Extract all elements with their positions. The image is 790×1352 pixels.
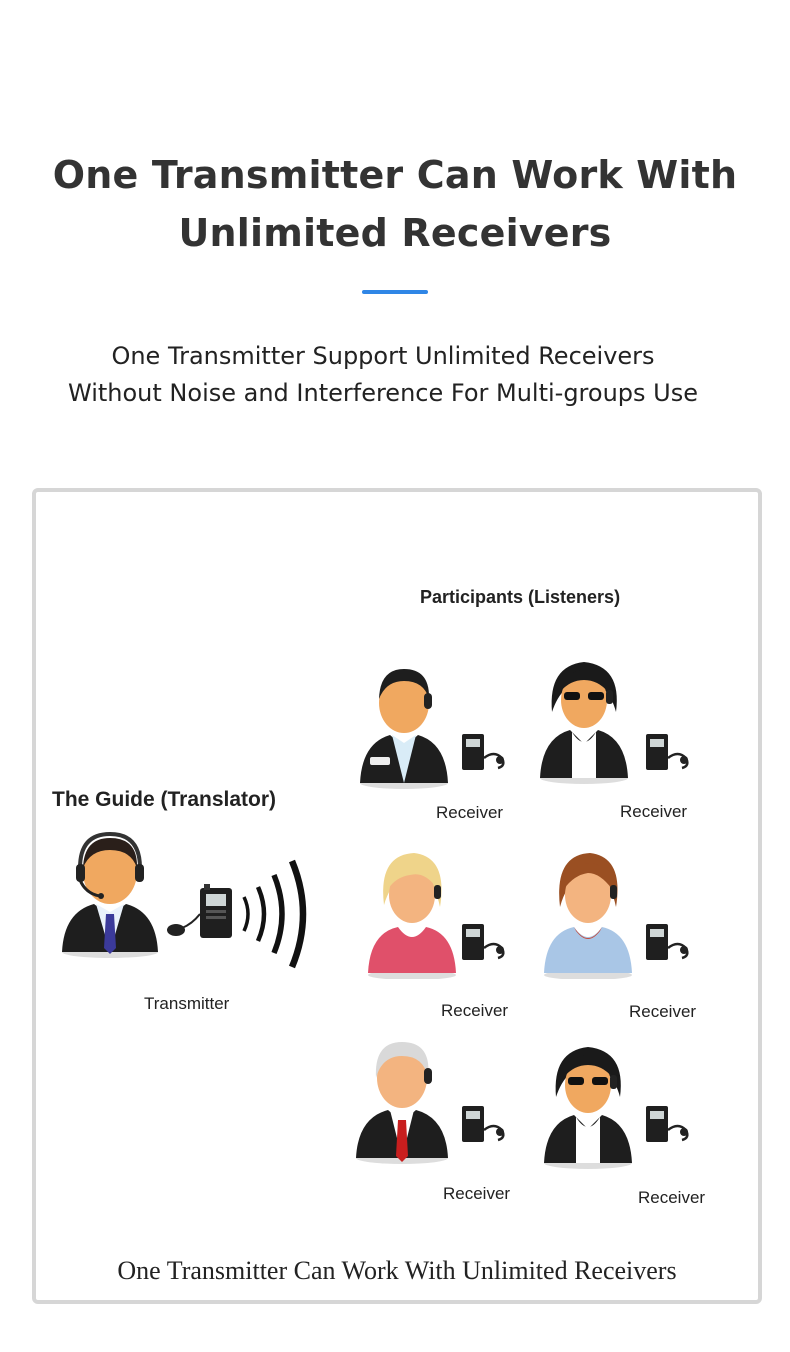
listener-woman-sunglasses-icon — [544, 1047, 632, 1169]
title-line-2: Unlimited Receivers — [178, 211, 612, 255]
page-title: One Transmitter Can Work With Unlimited … — [0, 146, 790, 262]
subtitle: One Transmitter Support Unlimited Receiv… — [0, 338, 790, 412]
receiver-label: Receiver — [629, 1002, 697, 1021]
listener-man-suit-icon — [360, 669, 448, 789]
guide-label: The Guide (Translator) — [52, 788, 277, 811]
receiver-label: Receiver — [441, 1001, 509, 1020]
receiver-device-icon — [462, 734, 505, 770]
subtitle-line-1: One Transmitter Support Unlimited Receiv… — [111, 342, 655, 370]
transmitter-device-icon — [167, 884, 232, 938]
title-line-1: One Transmitter Can Work With — [52, 153, 738, 197]
listener-woman-blue-top-icon — [544, 853, 632, 979]
listener-woman-sunglasses-icon — [540, 662, 628, 784]
receiver-label: Receiver — [620, 802, 688, 821]
receiver-device-icon — [646, 1106, 689, 1142]
transmitter-label: Transmitter — [144, 994, 230, 1013]
receiver-device-icon — [462, 1106, 505, 1142]
receiver-label: Receiver — [443, 1184, 511, 1203]
signal-waves-icon — [242, 859, 307, 969]
diagram-caption: One Transmitter Can Work With Unlimited … — [117, 1256, 677, 1285]
receiver-device-icon — [462, 924, 505, 960]
receiver-label: Receiver — [436, 803, 504, 822]
listener-blonde-woman-icon — [368, 853, 456, 979]
receiver-device-icon — [646, 924, 689, 960]
participants-label: Participants (Listeners) — [420, 587, 621, 607]
receiver-label: Receiver — [638, 1188, 706, 1207]
listener-grey-hair-man-icon — [356, 1042, 448, 1164]
diagram: Participants (Listeners) The Guide (Tran… — [36, 492, 758, 1300]
guide-person-icon — [62, 831, 158, 958]
title-accent-divider — [362, 290, 428, 294]
subtitle-line-2: Without Noise and Interference For Multi… — [68, 379, 698, 407]
receiver-device-icon — [646, 734, 689, 770]
